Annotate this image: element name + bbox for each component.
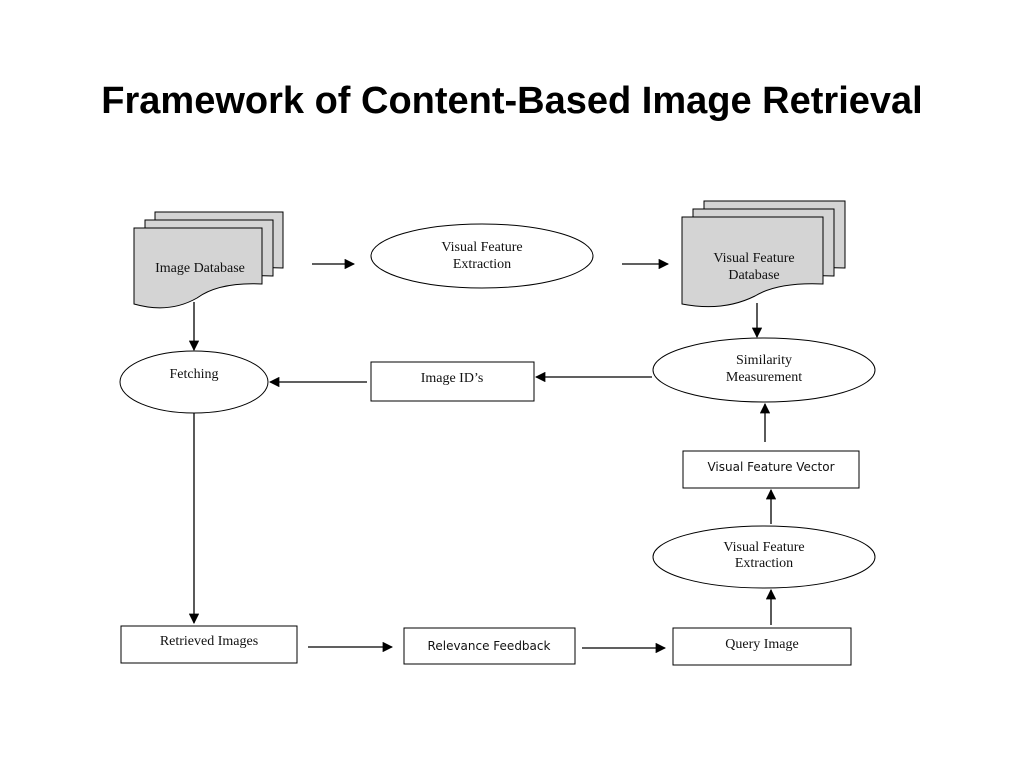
document-shape [133,227,263,309]
edges [188,258,777,654]
vfe-bottom-line-2: Extraction [735,556,793,571]
retrieved-images-node: Retrieved Images [120,625,298,664]
vfdb-line-2: Database [728,268,779,283]
similarity-line-1: Similarity [736,353,792,368]
similarity-line-2: Measurement [726,370,802,385]
query-image-label: Query Image [725,637,798,652]
visual-feature-database-node: Visual Feature Database [681,200,846,308]
vfv-label: Visual Feature Vector [707,460,834,474]
relevance-feedback-node: Relevance Feedback [403,627,576,665]
visual-feature-vector-node: Visual Feature Vector [682,450,860,489]
fetching-node: Fetching [119,350,269,414]
query-image-node: Query Image [672,627,852,666]
image-ids-label: Image ID’s [421,371,484,386]
page-title: Framework of Content-Based Image Retriev… [101,80,923,122]
vfdb-line-1: Visual Feature [713,251,794,266]
image-ids-node: Image ID’s [370,361,535,402]
similarity-measurement-node: Similarity Measurement [652,337,876,403]
fetching-label: Fetching [170,367,219,382]
image-database-node: Image Database [133,211,284,309]
vfe-top-line-1: Visual Feature [441,240,522,255]
relevance-feedback-label: Relevance Feedback [428,639,551,653]
document-shape [681,216,824,308]
retrieved-images-label: Retrieved Images [160,634,258,649]
visual-feature-extraction-top-node: Visual Feature Extraction [370,223,594,289]
visual-feature-extraction-bottom-node: Visual Feature Extraction [652,525,876,589]
vfe-bottom-line-1: Visual Feature [723,540,804,555]
image-database-label: Image Database [155,261,245,276]
vfe-top-line-2: Extraction [453,257,511,272]
